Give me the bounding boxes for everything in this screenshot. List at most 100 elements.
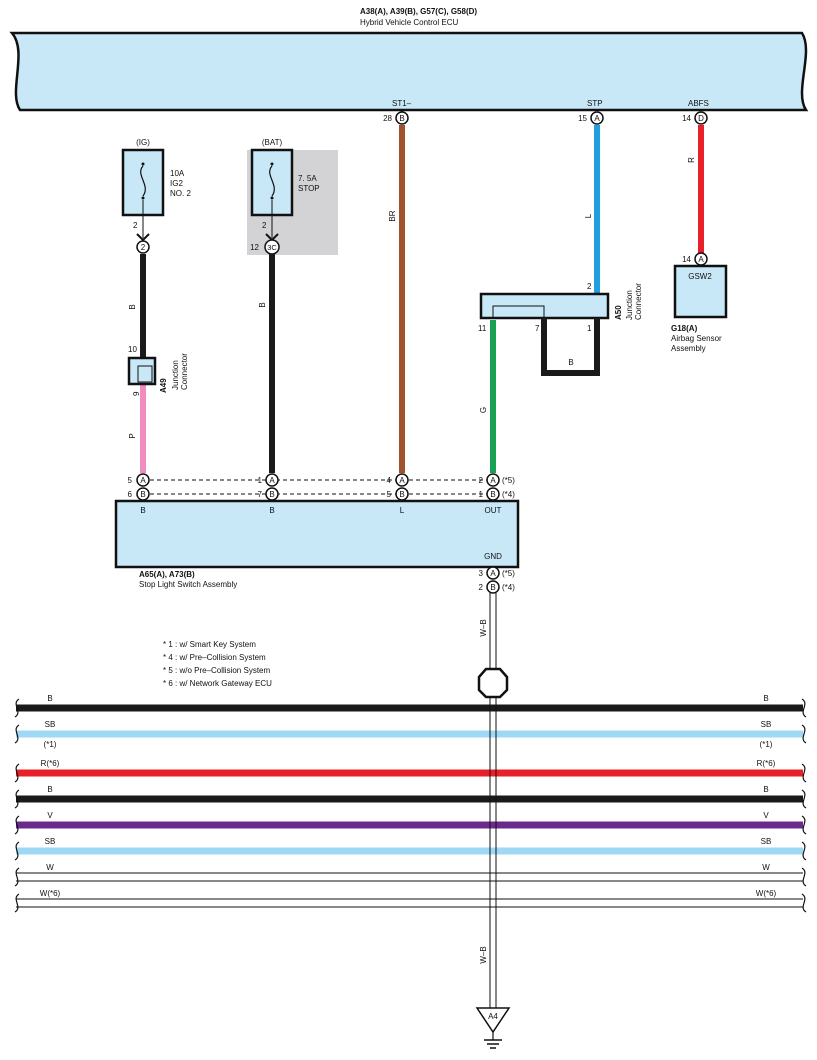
a50-name-1: Junction <box>625 290 634 320</box>
switch-pin-b-4: B 1 (*4) <box>479 487 515 501</box>
bus-line-8: W(*6)W(*6) <box>14 889 807 913</box>
a50-name-2: Connector <box>634 283 643 320</box>
bus-line-6-label-right: SB <box>761 837 772 846</box>
a50-code: A50 <box>614 305 623 320</box>
switch-box <box>114 499 520 569</box>
switch-pin-b-2-num: 7 <box>258 490 263 499</box>
switch-gnd-pin-a-conn: A <box>490 569 496 578</box>
switch-pin-b-4-conn: B <box>490 490 495 499</box>
ground-wire <box>489 593 497 1010</box>
fuse-ig-connector-label: 2 <box>141 243 146 252</box>
switch-gnd-pin-a-num: 3 <box>479 569 484 578</box>
a50-pin-top: 2 <box>587 282 592 291</box>
switch-pin-a-4-note: (*5) <box>502 476 515 485</box>
switch-pin-a-1: A 5 <box>128 473 150 487</box>
switch-terminal-l: L <box>400 506 405 515</box>
switch-pin-b-1-num: 6 <box>128 490 133 499</box>
bus-line-7-label-right: W <box>762 863 770 872</box>
ecu-pin-st1-num: 28 <box>383 114 392 123</box>
fuse-ig-symbol-icon <box>140 162 146 238</box>
fuse-bat-supply: (BAT) <box>262 138 283 147</box>
fuse-bat-symbol-icon <box>269 162 275 238</box>
bus-line-5-label-left: V <box>47 811 53 820</box>
ecu-name: Hybrid Vehicle Control ECU <box>360 18 458 27</box>
bus-line-4-label-left: B <box>47 785 52 794</box>
a49-name-1: Junction <box>171 360 180 390</box>
wire-label-bat: B <box>258 302 267 307</box>
fuse-bat-pin-side: 12 <box>250 243 259 252</box>
wire-label-stp: L <box>584 213 593 218</box>
switch-terminal-b1: B <box>140 506 145 515</box>
ecu-pin-abfs: D 14 <box>682 111 708 125</box>
ecu-pin-st1-conn: B <box>399 114 404 123</box>
fuse-ig-pin-top: 2 <box>133 221 138 230</box>
bus-line-2-note-right: (*1) <box>760 740 773 749</box>
bus-line-8-label-left: W(*6) <box>40 889 61 898</box>
ecu-pin-abfs-conn: D <box>698 114 704 123</box>
ecu-pin-stp: A 15 <box>578 111 604 125</box>
fuse-ig-name-2: NO. 2 <box>170 189 191 198</box>
switch-gnd-pin-b: B 2 (*4) <box>479 580 515 594</box>
ecu-pin-label-st1: ST1– <box>392 99 412 108</box>
airbag-box-label: GSW2 <box>688 272 712 281</box>
airbag-name-1: Airbag Sensor <box>671 334 722 343</box>
ecu-pin-st1: B 28 <box>383 110 409 125</box>
switch-pin-a-4-num: 2 <box>479 476 484 485</box>
switch-code: A65(A), A73(B) <box>139 570 195 579</box>
a49-name-2: Connector <box>180 353 189 390</box>
switch-pin-a-1-num: 5 <box>128 476 133 485</box>
a49-pin-top: 10 <box>128 345 137 354</box>
fuse-ig-name-1: IG2 <box>170 179 183 188</box>
switch-pin-a-4-conn: A <box>490 476 496 485</box>
a49-code: A49 <box>159 378 168 393</box>
bus-line-3: R(*6)R(*6) <box>14 759 807 783</box>
switch-pin-b-4-num: 1 <box>479 490 484 499</box>
switch-pin-a-1-conn: A <box>140 476 146 485</box>
switch-pin-a-3: A 4 <box>387 473 409 487</box>
a50-jumper-label: B <box>568 358 573 367</box>
ground-point-icon <box>475 1007 511 1034</box>
wire-label-abfs: R <box>687 157 696 163</box>
ecu-connectors: A38(A), A39(B), G57(C), G58(D) <box>360 7 477 16</box>
bus-line-2-label-right: SB <box>761 720 772 729</box>
switch-pin-b-2-conn: B <box>269 490 274 499</box>
fuse-bat-connector-label: 3C <box>267 243 277 252</box>
note-5: * 5 : w/o Pre–Collision System <box>163 666 270 675</box>
a50-pin-left: 11 <box>478 324 487 333</box>
switch-pin-a-3-num: 4 <box>387 476 392 485</box>
a50-pin-right: 1 <box>587 324 592 333</box>
note-1: * 1 : w/ Smart Key System <box>163 640 256 649</box>
ecu-pin-stp-conn: A <box>594 114 600 123</box>
switch-gnd-pin-a-note: (*5) <box>502 569 515 578</box>
switch-terminal-gnd: GND <box>484 552 502 561</box>
bus-line-4-label-right: B <box>763 785 768 794</box>
a49-box <box>127 356 157 386</box>
a50-jumper-wire <box>541 318 600 376</box>
a49-inner <box>137 365 153 383</box>
wire-label-out: G <box>479 407 488 413</box>
a50-inner-trace <box>492 305 545 318</box>
switch-pin-b-3-num: 5 <box>387 490 392 499</box>
bus-line-3-label-right: R(*6) <box>757 759 776 768</box>
airbag-name-2: Assembly <box>671 344 706 353</box>
switch-terminal-out: OUT <box>485 506 502 515</box>
switch-pin-a-2-conn: A <box>269 476 275 485</box>
switch-gnd-pin-b-note: (*4) <box>502 583 515 592</box>
note-6: * 6 : w/ Network Gateway ECU <box>163 679 272 688</box>
fuse-bat-pin-top: 2 <box>262 221 267 230</box>
airbag-pin-num: 14 <box>682 255 691 264</box>
wire-label-a49: P <box>128 433 137 438</box>
switch-pin-b-1: B 6 <box>128 487 150 501</box>
wire-label-st1: BR <box>388 210 397 221</box>
switch-pin-a-2: A 1 <box>258 473 279 487</box>
switch-pin-b-2: B 7 <box>258 487 279 501</box>
fuse-ig-connector <box>136 240 150 254</box>
ecu-pin-label-abfs: ABFS <box>688 99 709 108</box>
airbag-box <box>673 264 728 319</box>
